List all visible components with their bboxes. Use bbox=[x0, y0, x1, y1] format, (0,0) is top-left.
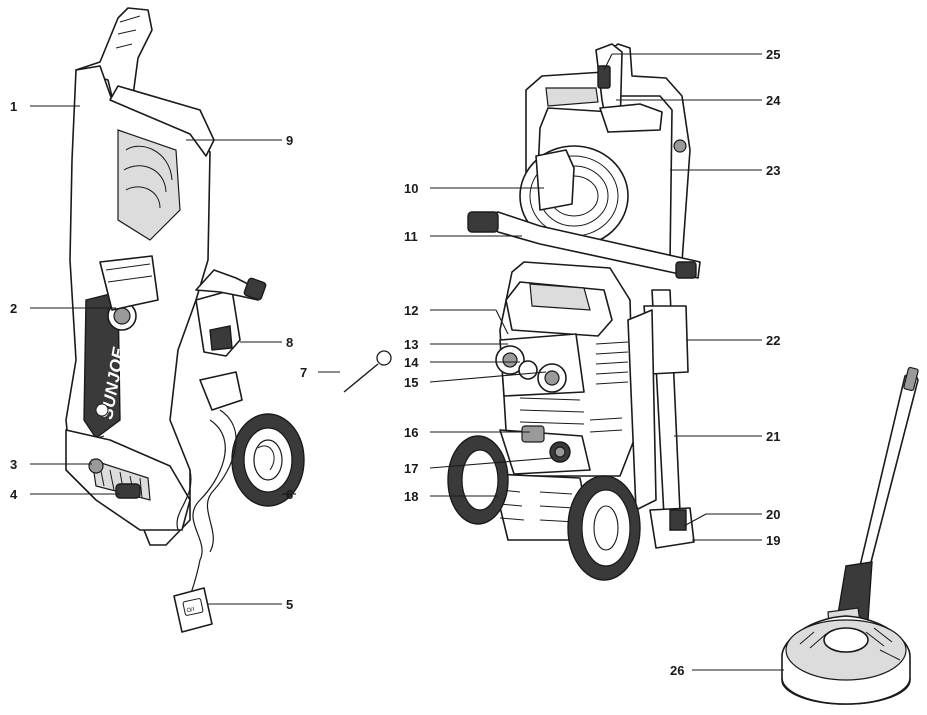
callout-21: 21 bbox=[766, 429, 780, 444]
callout-10: 10 bbox=[404, 181, 418, 196]
callout-18: 18 bbox=[404, 489, 418, 504]
callout-9: 9 bbox=[286, 133, 293, 148]
callout-20: 20 bbox=[766, 507, 780, 522]
callout-6: 6 bbox=[286, 487, 293, 502]
brand-logo-icon bbox=[95, 403, 109, 417]
callout-4: 4 bbox=[10, 487, 18, 502]
callout-3: 3 bbox=[10, 457, 17, 472]
callout-23: 23 bbox=[766, 163, 780, 178]
callout-7: 7 bbox=[300, 365, 307, 380]
leader-lines bbox=[30, 53, 784, 671]
callout-15: 15 bbox=[404, 375, 418, 390]
callout-8: 8 bbox=[286, 335, 293, 350]
callout-22: 22 bbox=[766, 333, 780, 348]
callout-12: 12 bbox=[404, 303, 418, 318]
callout-19: 19 bbox=[766, 533, 780, 548]
callout-26: 26 bbox=[670, 663, 684, 678]
callout-5: 5 bbox=[286, 597, 293, 612]
pressure-washer-front-view bbox=[447, 43, 701, 581]
patio-cleaner-accessory bbox=[781, 366, 919, 705]
callout-11: 11 bbox=[404, 229, 418, 244]
cleaning-needle bbox=[343, 350, 392, 393]
callout-2: 2 bbox=[10, 301, 17, 316]
callout-24: 24 bbox=[766, 93, 781, 108]
callout-1: 1 bbox=[10, 99, 17, 114]
pressure-washer-side-view: SUNJOE bbox=[65, 7, 305, 633]
callout-16: 16 bbox=[404, 425, 418, 440]
callout-17: 17 bbox=[404, 461, 418, 476]
callout-numbers: 1 2 3 4 5 6 7 8 9 10 11 12 13 14 15 16 1… bbox=[10, 47, 781, 678]
callout-25: 25 bbox=[766, 47, 780, 62]
reset-switch-label: O/I bbox=[186, 607, 195, 615]
callout-14: 14 bbox=[404, 355, 419, 370]
callout-13: 13 bbox=[404, 337, 418, 352]
